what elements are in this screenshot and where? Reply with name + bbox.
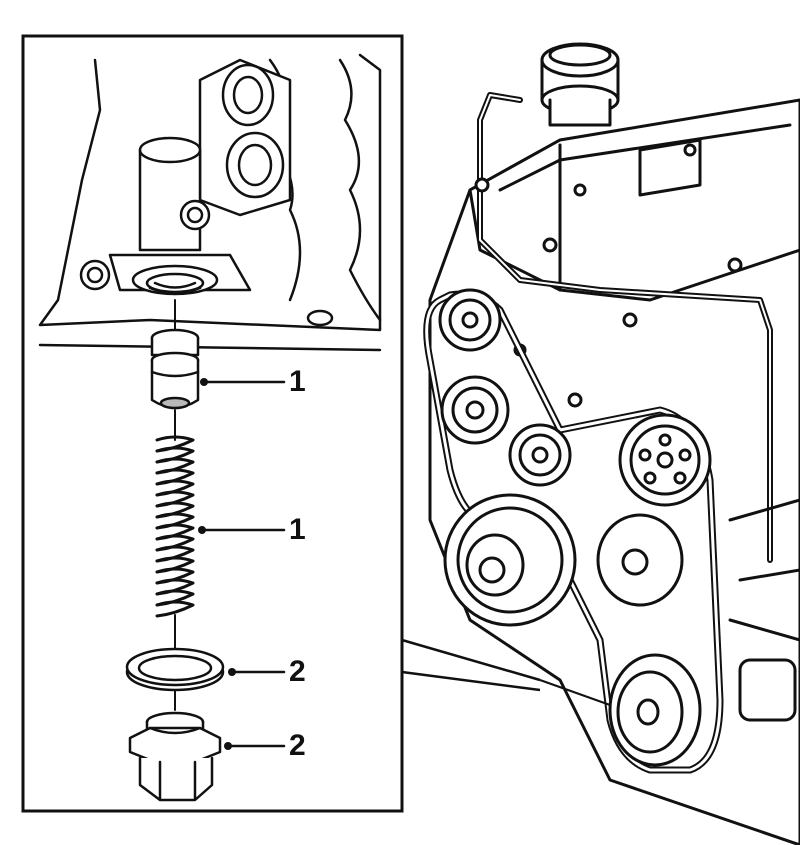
engine-illustration (423, 42, 800, 845)
steering-pump-pulley (618, 413, 712, 507)
plug-bolt (128, 711, 222, 802)
alternator-pulley (596, 513, 684, 607)
seal-washer (125, 647, 225, 692)
callout-seal-washer: 2 (289, 655, 306, 688)
callout-plug-bolt: 2 (289, 729, 306, 762)
leader-lines (200, 380, 286, 748)
plunger (150, 328, 200, 410)
detail-inset (21, 34, 611, 813)
callout-plunger: 1 (289, 365, 306, 398)
pump-housing (38, 53, 382, 352)
tensioner-pulley (440, 375, 510, 445)
callout-spring: 1 (289, 513, 306, 546)
idler-pulley-small (508, 423, 572, 487)
lower-pulley (608, 653, 702, 767)
spring (155, 435, 195, 618)
oil-filler-cap (540, 42, 620, 127)
crankshaft-pulley (443, 493, 577, 627)
idler-pulley-top (438, 288, 502, 352)
